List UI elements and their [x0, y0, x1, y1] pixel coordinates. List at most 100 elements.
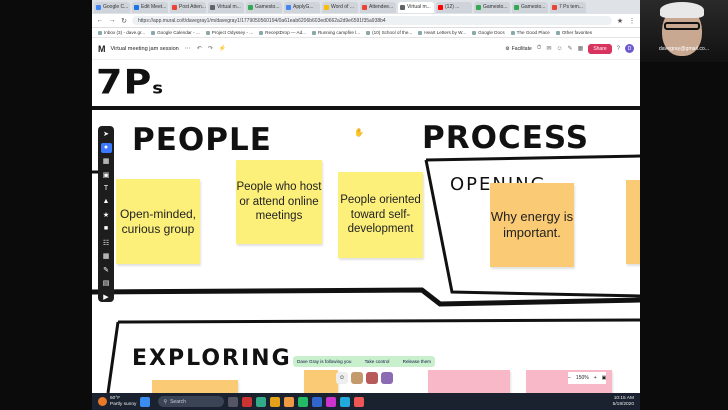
facilitate-label: Facilitate: [511, 45, 532, 52]
sticky-note-partial[interactable]: [152, 380, 238, 393]
forward-icon[interactable]: →: [108, 17, 116, 24]
browser-tab[interactable]: Virtual m...: [398, 1, 434, 13]
system-clock[interactable]: 10:15 AM 5/19/2020: [613, 396, 634, 408]
app-icon[interactable]: [312, 396, 323, 407]
canvas-drawing: [92, 106, 640, 393]
reload-icon[interactable]: ↻: [121, 17, 127, 25]
emoji-icon[interactable]: ☺: [336, 372, 348, 384]
share-button[interactable]: Share: [588, 43, 612, 54]
bookmark-item[interactable]: Other favorites: [555, 30, 592, 35]
sticky-note[interactable]: Open-minded, curious group: [116, 179, 200, 264]
zoom-in-icon[interactable]: +: [593, 375, 597, 381]
mural-canvas[interactable]: 7Ps PEOPLE PROCESS OPENING EXPLORING Ope…: [92, 60, 640, 393]
participant-avatar[interactable]: [381, 372, 393, 384]
browser-tab[interactable]: Attendee...: [360, 1, 396, 13]
frameworks-icon[interactable]: ☷: [102, 239, 110, 247]
sticky-note-partial[interactable]: [428, 370, 510, 393]
sticky-note-icon[interactable]: ▣: [102, 171, 110, 179]
pointer-icon[interactable]: ➤: [103, 131, 109, 139]
bookmark-item[interactable]: Running campfire l...: [311, 30, 360, 35]
browser-tab[interactable]: ApplyG...: [284, 1, 320, 13]
icons-icon[interactable]: ★: [102, 212, 110, 220]
browser-tab[interactable]: Word of ...: [322, 1, 358, 13]
clock-time: 10:15 AM: [613, 395, 634, 401]
redo-icon[interactable]: ↷: [207, 46, 213, 52]
sun-icon: [98, 397, 107, 406]
browser-tab[interactable]: Gamesto...: [246, 1, 282, 13]
menu-icon[interactable]: ⋮: [628, 17, 636, 25]
bookmark-item[interactable]: The Good Place: [510, 30, 550, 35]
browser-tab[interactable]: Google C...: [94, 1, 130, 13]
shapes-icon[interactable]: ▲: [102, 198, 110, 206]
task-view-icon[interactable]: [228, 396, 239, 407]
draw-icon[interactable]: ✎: [103, 266, 109, 274]
app-icon[interactable]: [354, 396, 365, 407]
sticky-note[interactable]: People who host or attend online meeting…: [236, 160, 322, 244]
app-icon[interactable]: [326, 396, 337, 407]
app-icon[interactable]: [340, 396, 351, 407]
file-icon[interactable]: ▤: [102, 280, 110, 288]
selected-tool-icon[interactable]: ●: [100, 142, 112, 154]
help-icon[interactable]: ?: [616, 45, 620, 52]
header-right: ⚙ Facilitate ⏱ ✉ ☺ ✎ ▦ Share ? D: [505, 43, 634, 54]
zoom-level[interactable]: 150%: [575, 375, 589, 381]
browser-tab[interactable]: 7 Ps tem...: [550, 1, 586, 13]
app-icon[interactable]: [242, 396, 253, 407]
app-icon[interactable]: [298, 396, 309, 407]
browser-tab[interactable]: (12) ...: [436, 1, 472, 13]
sticky-note[interactable]: People oriented toward self-development: [338, 172, 423, 258]
tab-favicon: [400, 4, 405, 10]
zoom-out-icon[interactable]: −: [568, 375, 571, 381]
mural-logo[interactable]: M: [98, 43, 105, 54]
browser-tab[interactable]: Edit Meet...: [132, 1, 168, 13]
more-options-icon[interactable]: ⋯: [184, 46, 191, 52]
chat-icon[interactable]: ✉: [546, 46, 552, 52]
facilitate-button[interactable]: ⚙ Facilitate: [505, 46, 532, 52]
mural-title[interactable]: Virtual meeting jam session: [110, 45, 179, 52]
video-icon[interactable]: ▶: [103, 293, 109, 301]
url-field[interactable]: https://app.mural.co/t/davegray1/m/daveg…: [132, 16, 612, 25]
people-icon[interactable]: ☺: [556, 45, 563, 52]
bookmark-item[interactable]: (10) School of the...: [366, 30, 412, 35]
bookmark-item[interactable]: Google Docs: [472, 30, 505, 35]
bookmark-item[interactable]: Project Odyssey - ...: [205, 30, 253, 35]
minimap-icon[interactable]: ▣: [601, 375, 607, 381]
templates-icon[interactable]: ▦: [102, 158, 110, 166]
participant-avatar[interactable]: [366, 372, 378, 384]
take-control-button[interactable]: Take control: [364, 359, 390, 364]
taskbar-search[interactable]: ⚲ Search: [158, 396, 225, 407]
bookmark-label: Google Calendar - ...: [157, 30, 200, 35]
bookmark-item[interactable]: ReceptDrop — Ad...: [259, 30, 306, 35]
avatar[interactable]: D: [625, 44, 634, 53]
process-box-top: [425, 154, 640, 162]
bookmark-item[interactable]: Heart Letters by W...: [418, 30, 466, 35]
images-icon[interactable]: ■: [103, 225, 109, 233]
browser-tab[interactable]: Gamesto...: [474, 1, 510, 13]
file-explorer-icon[interactable]: [270, 396, 281, 407]
text-icon[interactable]: T: [103, 184, 109, 192]
extensions-icon[interactable]: ★: [616, 17, 624, 25]
browser-tab[interactable]: Post Atten...: [170, 1, 206, 13]
table-icon[interactable]: ▦: [102, 253, 110, 261]
timer-icon[interactable]: ⏱: [536, 45, 542, 51]
bookmark-item[interactable]: Inbox (3) - dave.gr...: [98, 30, 145, 35]
participant-avatar[interactable]: [351, 372, 363, 384]
weather-widget[interactable]: 60°F Partly sunny: [98, 396, 136, 408]
sticky-note-partial[interactable]: [626, 180, 640, 264]
tab-favicon: [286, 4, 291, 10]
comment-icon[interactable]: ✎: [567, 46, 573, 52]
sticky-note-partial[interactable]: [304, 370, 338, 393]
back-icon[interactable]: ←: [96, 17, 104, 24]
undo-icon[interactable]: ↶: [196, 46, 202, 52]
app-icon[interactable]: [256, 396, 267, 407]
lightning-icon[interactable]: ⚡: [218, 46, 227, 52]
browser-tab[interactable]: Virtual m...: [208, 1, 244, 13]
windows-start-icon[interactable]: [140, 396, 151, 407]
chrome-icon[interactable]: [284, 396, 295, 407]
browser-tab[interactable]: Gamesto...: [512, 1, 548, 13]
bookmark-item[interactable]: Google Calendar - ...: [151, 30, 200, 35]
apps-icon[interactable]: ▦: [577, 46, 584, 52]
release-button[interactable]: Release them: [402, 359, 431, 364]
sticky-note[interactable]: Why energy is important.: [490, 183, 574, 267]
